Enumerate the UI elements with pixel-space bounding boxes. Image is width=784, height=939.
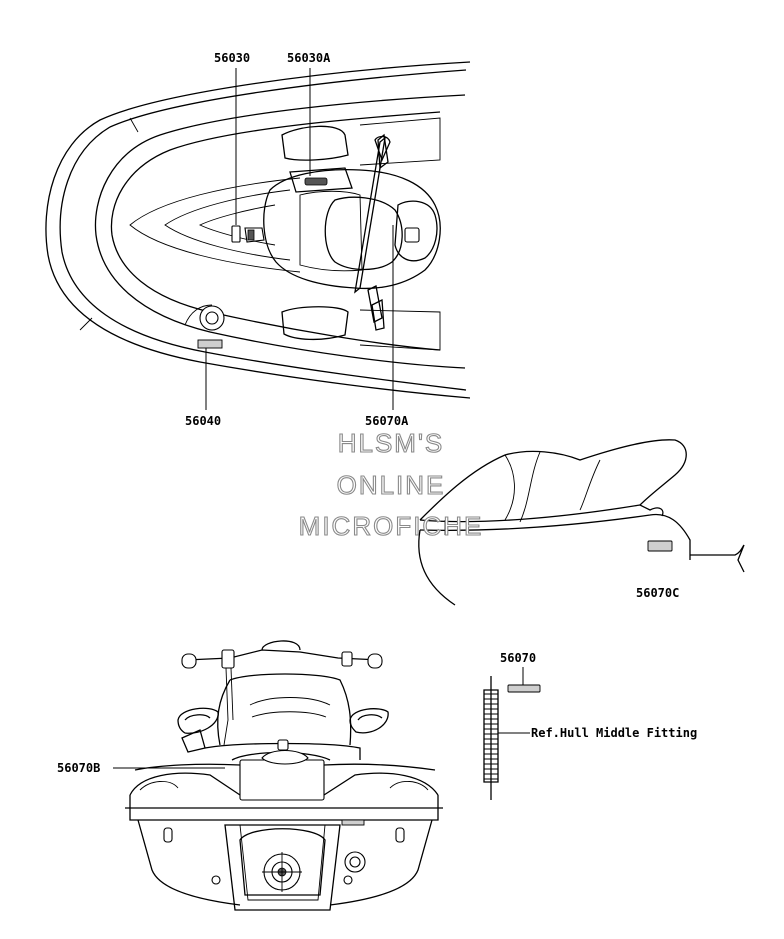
side-view-seat <box>418 439 745 606</box>
top-view-hull <box>45 61 471 399</box>
label-56030a: 56030A <box>287 51 331 65</box>
label-56070b: 56070B <box>57 761 100 775</box>
label-56070c: 56070C <box>636 586 679 600</box>
label-56070: 56070 <box>500 651 536 665</box>
label-56030: 56030 <box>214 51 250 65</box>
hull-middle-fitting <box>483 676 541 800</box>
label-ref-hull: Ref.Hull Middle Fitting <box>531 726 697 740</box>
label-56070a: 56070A <box>365 414 409 428</box>
watermark: HLSM'S ONLINE MICROFICHE <box>298 427 484 541</box>
label-56040: 56040 <box>185 414 221 428</box>
watermark-line-1: HLSM'S <box>338 428 445 458</box>
watermark-line-2: ONLINE <box>337 470 446 500</box>
rear-view-craft <box>125 640 443 911</box>
watermark-line-3: MICROFICHE <box>299 511 484 541</box>
